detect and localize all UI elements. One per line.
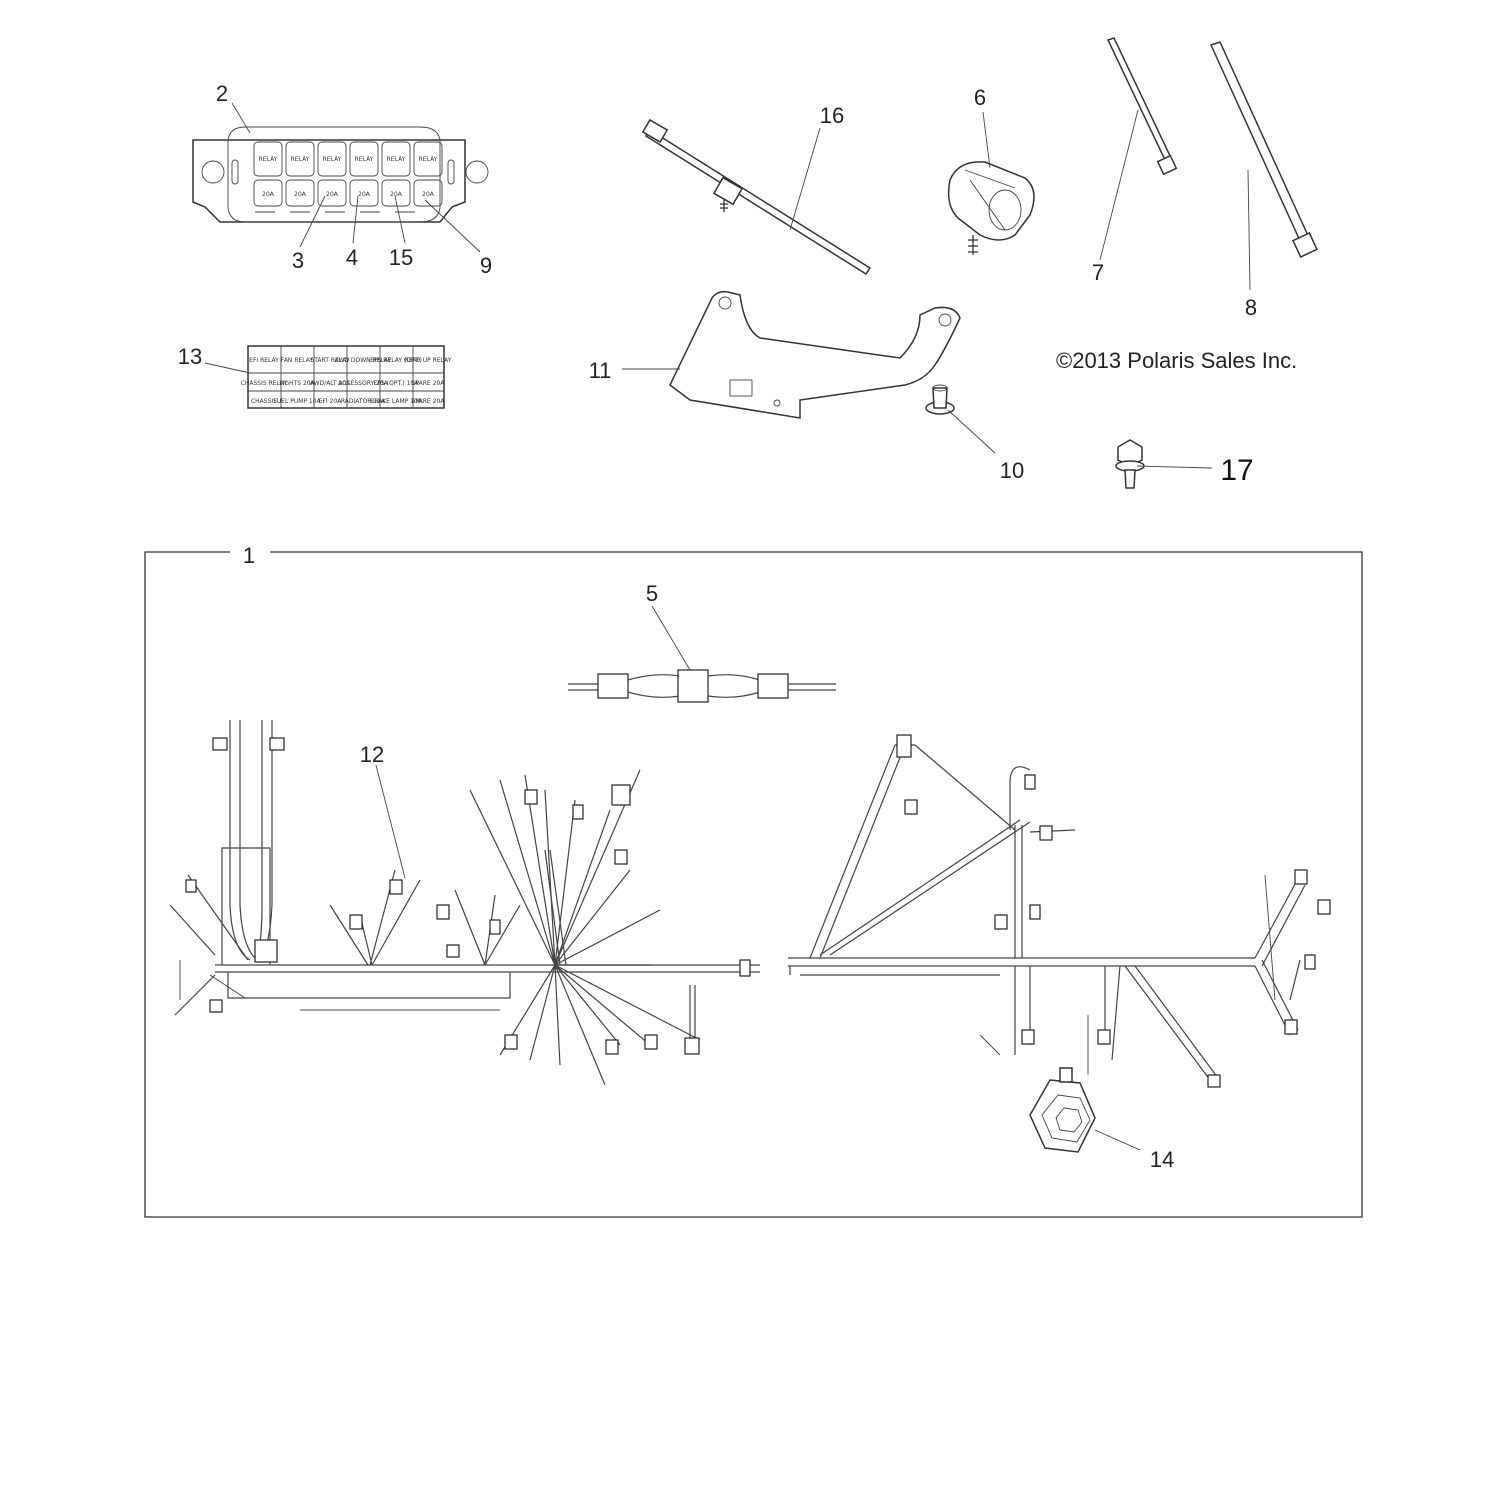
callout-5: 5 <box>646 581 658 606</box>
decal-cell: AWD DOWN RELAY <box>335 357 392 364</box>
fuse-label: 20A <box>262 191 275 198</box>
fuse-label: 20A <box>422 191 435 198</box>
decal-cell: RADIATOR 10A <box>341 398 386 405</box>
callout-9: 9 <box>480 253 492 278</box>
main-harness-left <box>169 720 760 1086</box>
harness-assembly-frame <box>144 551 1363 1218</box>
callout-2: 2 <box>216 81 228 106</box>
decal-cell: FUEL PUMP 10A <box>273 398 321 405</box>
decal-cell: CHASSIS <box>251 398 277 405</box>
decal-cell: EFI RELAY <box>249 357 279 364</box>
decal-cell: EFI 20A <box>319 398 343 405</box>
push-rivet-part-10 <box>925 384 955 415</box>
decal-cell: AWD/ALT 20A <box>310 380 351 387</box>
decal-cell: EPS RELAY (OPT.) <box>370 357 422 364</box>
fuse-label: 20A <box>390 191 403 198</box>
fuse-label: 20A <box>326 191 339 198</box>
callout-1: 1 <box>243 543 255 568</box>
relay-label: RELAY <box>387 156 406 163</box>
bracket-part-11 <box>669 290 961 419</box>
callout-12: 12 <box>360 742 384 767</box>
bolt-part-17 <box>1115 439 1145 489</box>
copyright-notice: ©2013 Polaris Sales Inc. <box>1056 348 1297 373</box>
decal-cell: LIGHTS 20A <box>279 380 315 387</box>
callout-3: 3 <box>292 248 304 273</box>
fuse-label: 20A <box>358 191 371 198</box>
cable-tie-part-8 <box>1209 41 1318 258</box>
callout-17: 17 <box>1220 454 1253 487</box>
cover-part-14 <box>1029 1067 1096 1153</box>
relay-label: RELAY <box>355 156 374 163</box>
decal-cell: SPARE 20A <box>412 380 446 387</box>
callout-15: 15 <box>389 245 413 270</box>
callout-4: 4 <box>346 245 358 270</box>
relay-label: RELAY <box>323 156 342 163</box>
push-mount-tie-part-16 <box>641 118 872 276</box>
decal-cell: ACCESSORY 20A <box>338 380 389 387</box>
decal-cell: SPARE 20A <box>412 398 446 405</box>
fuse-box-part-2: RELAY RELAY RELAY RELAY RELAY RELAY 20A … <box>192 126 489 223</box>
jumper-harness-part-5 <box>568 669 836 703</box>
relay-label: RELAY <box>419 156 438 163</box>
fuse-decal-part-13: EFI RELAY FAN RELAY START RELAY AWD DOWN… <box>241 345 452 409</box>
callout-14: 14 <box>1150 1147 1174 1172</box>
callout-10: 10 <box>1000 458 1024 483</box>
relay-label: RELAY <box>259 156 278 163</box>
connector-clip-part-6 <box>947 161 1035 255</box>
main-harness-right <box>788 734 1331 1088</box>
cable-tie-part-7 <box>1106 37 1178 176</box>
callout-8: 8 <box>1245 295 1257 320</box>
decal-cell: START RELAY <box>310 357 349 364</box>
callout-16: 16 <box>820 103 844 128</box>
fuse-label: 20A <box>294 191 307 198</box>
callout-13: 13 <box>178 344 202 369</box>
callout-6: 6 <box>974 85 986 110</box>
decal-cell: CHASSIS RELAY <box>241 380 288 387</box>
decal-cell: BRAKE LAMP 10A <box>370 398 423 405</box>
decal-cell: REAR UP RELAY <box>405 357 452 364</box>
decal-cell: FAN RELAY <box>281 357 313 364</box>
callout-11: 11 <box>589 358 612 383</box>
relay-label: RELAY <box>291 156 310 163</box>
decal-cell: EPS (OPT.) 10A <box>374 380 420 387</box>
callout-7: 7 <box>1092 260 1104 285</box>
